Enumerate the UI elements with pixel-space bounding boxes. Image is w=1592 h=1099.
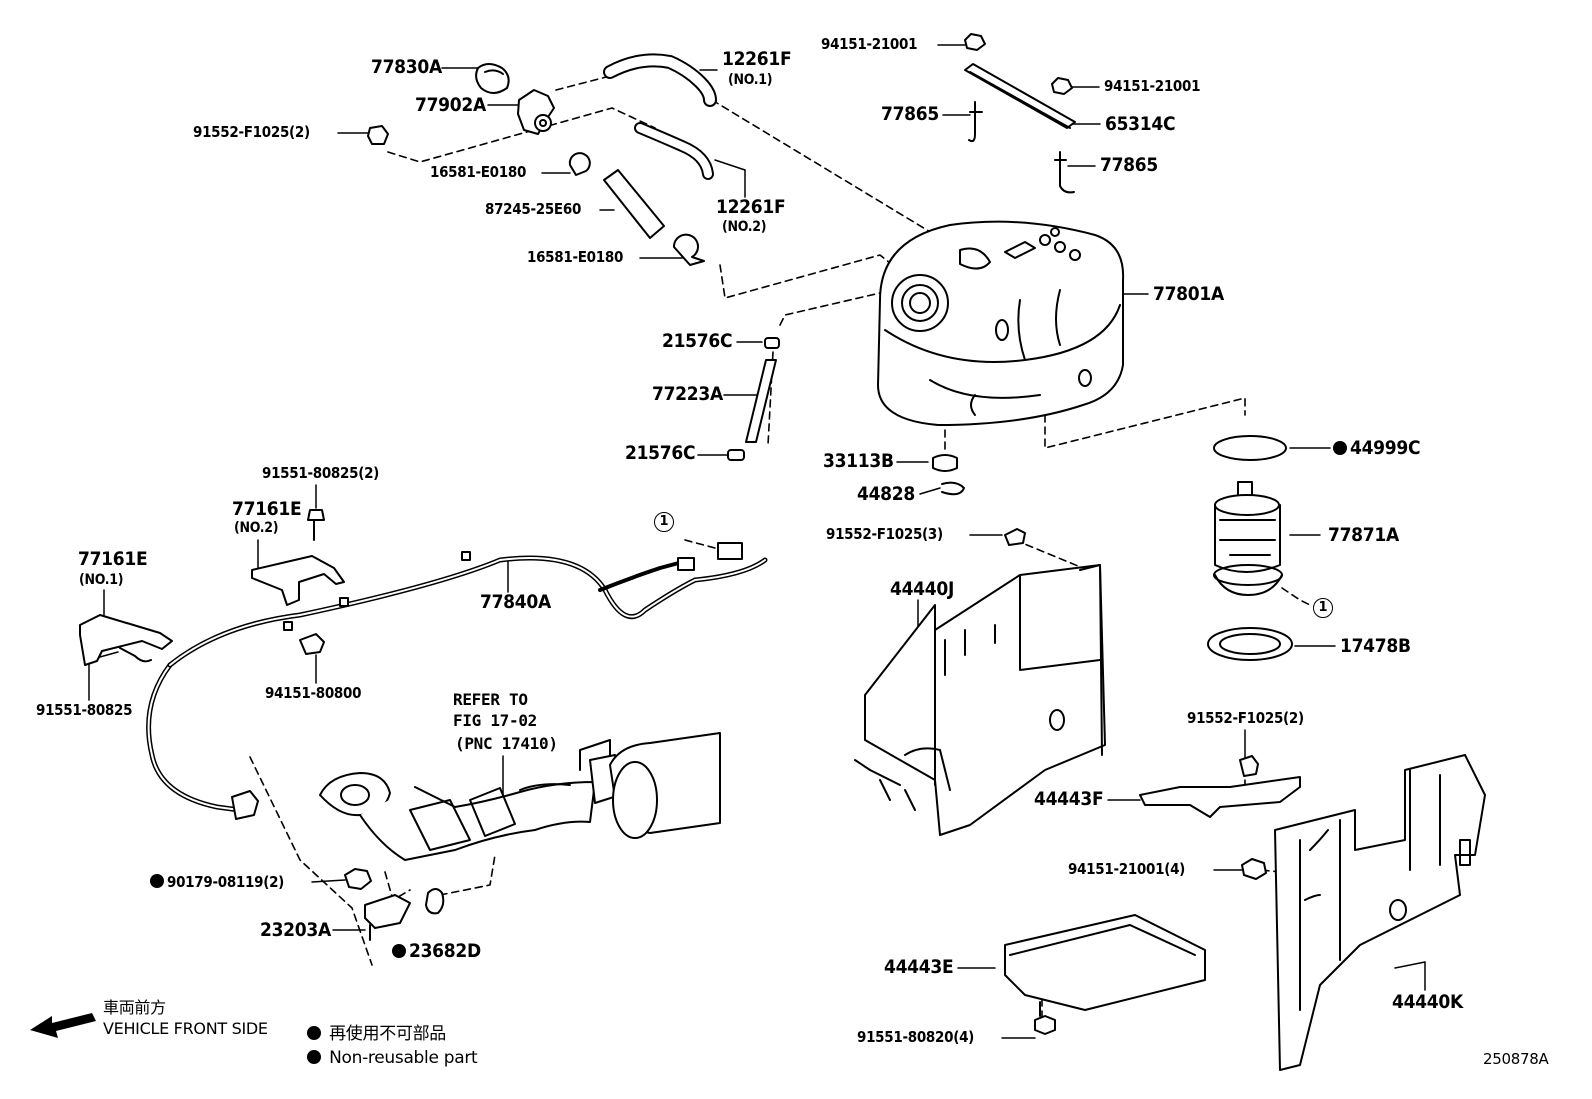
part-label: 65314C (1105, 113, 1176, 135)
part-label: 17478B (1340, 635, 1411, 657)
legend-text: Non-reusable part (329, 1048, 478, 1068)
part-number: 90179-08119(2) (167, 873, 285, 891)
brackets-77161E (79, 509, 345, 666)
oxygen-sensor (344, 868, 445, 941)
bracket-44440K (1274, 754, 1486, 1071)
part-label: 21576C (625, 442, 696, 464)
refer-note: REFER TO (453, 690, 528, 709)
bracket-44440J (854, 528, 1106, 836)
part-label: 91552-F1025(2) (193, 123, 310, 141)
nonreusable-dot-icon (392, 944, 406, 958)
part-label: 44440K (1392, 991, 1463, 1013)
nonreusable-dot-icon (307, 1026, 321, 1040)
part-label: 44440J (890, 578, 955, 600)
part-label: 77865 (881, 103, 939, 125)
part-number: 23682D (409, 940, 481, 962)
part-label-nonreusable: 44999C (1333, 437, 1421, 459)
fuel-tank (877, 220, 1125, 426)
part-label: 94151-21001 (1104, 77, 1201, 95)
part-label: 16581-E0180 (430, 163, 527, 181)
part-note: (NO.2) (234, 520, 279, 536)
legend-text: 再使用不可部品 (329, 1024, 447, 1044)
nonreusable-dot-icon (150, 874, 164, 888)
part-label: 44443F (1034, 788, 1104, 810)
part-note: (NO.1) (728, 72, 773, 88)
connector-mark: 1 (654, 512, 674, 532)
part-label: 77830A (371, 56, 442, 78)
figure-code: 250878A (1483, 1050, 1549, 1068)
part-label-nonreusable: 90179-08119(2) (150, 874, 284, 890)
legend-front-en: VEHICLE FRONT SIDE (103, 1019, 268, 1038)
part-label: 91551-80825 (36, 701, 133, 719)
part-label: 91551-80825(2) (262, 464, 380, 482)
part-label: 12261F (716, 196, 786, 218)
part-label: 94151-80800 (265, 684, 362, 702)
part-label: 77161E (78, 548, 148, 570)
part-label: 77840A (480, 591, 551, 613)
fuel-pump-parts (932, 435, 1293, 661)
part-note: (NO.1) (79, 572, 124, 588)
refer-note: (PNC 17410) (455, 734, 558, 753)
breather-tube (727, 337, 780, 461)
part-label: 94151-21001(4) (1068, 860, 1186, 878)
part-label: 44443E (884, 956, 954, 978)
part-label: 87245-25E60 (485, 200, 582, 218)
part-label: 77223A (652, 383, 723, 405)
part-note: (NO.2) (722, 219, 767, 235)
part-label: 33113B (823, 450, 894, 472)
protector-44443F (1139, 755, 1301, 880)
nonreusable-dot-icon (1333, 441, 1347, 455)
part-label: 16581-E0180 (527, 248, 624, 266)
part-label: 77871A (1328, 524, 1399, 546)
part-label: 91551-80820(4) (857, 1028, 975, 1046)
part-label: 23203A (260, 919, 331, 941)
part-label: 91552-F1025(2) (1187, 709, 1304, 727)
part-label-nonreusable: 23682D (392, 942, 481, 961)
part-label: 77902A (415, 94, 486, 116)
legend-nonreusable-jp: 再使用不可部品 (307, 1026, 446, 1043)
part-label: 91552-F1025(3) (826, 525, 943, 543)
part-label: 77161E (232, 498, 302, 520)
protector-44443E (1004, 914, 1206, 1035)
refer-note: FIG 17-02 (453, 711, 537, 730)
part-label: 44828 (857, 483, 915, 505)
filler-hoses (367, 53, 717, 266)
leader-lines (88, 44, 1426, 1039)
part-label: 94151-21001 (821, 35, 918, 53)
nonreusable-dot-icon (307, 1050, 321, 1064)
part-number: 44999C (1350, 437, 1421, 459)
front-arrow-icon (30, 1013, 96, 1038)
legend-nonreusable-en: Non-reusable part (307, 1048, 478, 1068)
tank-strap (964, 33, 1076, 194)
connector-mark: 1 (1313, 598, 1333, 618)
wire-harness (146, 542, 768, 820)
exhaust-pipe (319, 732, 721, 861)
part-label: 21576C (662, 330, 733, 352)
part-label: 77801A (1153, 283, 1224, 305)
part-label: 77865 (1100, 154, 1158, 176)
part-label: 12261F (722, 48, 792, 70)
legend-front-jp: 車両前方 (103, 998, 166, 1017)
